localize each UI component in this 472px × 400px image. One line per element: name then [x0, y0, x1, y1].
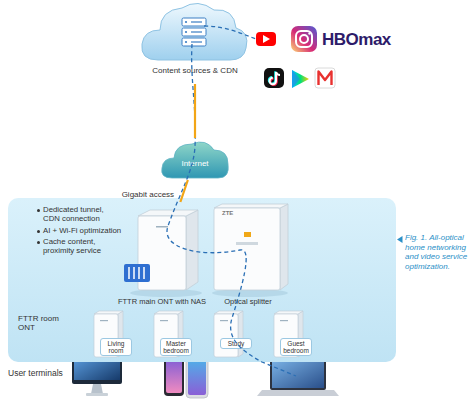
nas-bay [133, 267, 135, 279]
device-led [100, 320, 108, 321]
nas-bay [138, 267, 140, 279]
device-side [280, 204, 288, 290]
node-text: Optical splitter [206, 298, 290, 307]
device-top [94, 311, 123, 314]
node-text: Dedicated tunnel, CDN connection [36, 206, 115, 224]
play-logo [292, 70, 309, 88]
instagram-dot [308, 32, 310, 34]
phone-screen [166, 357, 182, 393]
laptop-base [257, 390, 339, 396]
device-top [154, 311, 183, 314]
play-logo-facet [292, 70, 300, 88]
node-text: Internet [160, 159, 230, 168]
monitor-stand [91, 384, 103, 394]
nas-icon [124, 264, 150, 282]
server-led [185, 41, 187, 43]
room-ont-outline [208, 310, 252, 360]
room-ont: Guest bedroom [268, 310, 312, 360]
m-logo-glyph [319, 72, 332, 86]
node-text: Master bedroom [160, 338, 192, 356]
figure-caption: Fig. 1. All-optical home networking and … [405, 233, 469, 271]
caption-pointer [397, 236, 403, 243]
room-ont: Master bedroom [148, 310, 192, 360]
laptop-screen [272, 360, 324, 388]
node-text: Cache content, proximity service [36, 238, 115, 256]
port-slot [236, 242, 258, 245]
tiktok-note [270, 72, 280, 84]
node-text: Study [220, 338, 252, 349]
youtube-play [263, 35, 270, 43]
device-front [214, 208, 280, 290]
laptop-icon [270, 358, 326, 390]
m-logo [315, 68, 335, 88]
server-unit [182, 28, 206, 36]
optical-splitter: Optical splitter [206, 202, 290, 310]
tiktok-note-red [270, 73, 276, 85]
cloud-shape [142, 3, 247, 60]
instagram-lens [300, 35, 308, 43]
service-path [167, 44, 296, 376]
internet-cloud: Internet [160, 138, 230, 180]
server-unit [182, 38, 206, 46]
node-text: Content sources & CDN [138, 66, 252, 75]
room-ont: Living room [88, 310, 132, 360]
node-text: FTTR main ONT with NAS [110, 298, 214, 307]
tiktok-note-cyan [269, 71, 275, 83]
device-top [214, 311, 243, 314]
nas-bay [128, 267, 130, 279]
device-side [186, 210, 198, 290]
device-top [274, 311, 303, 314]
node-text: FTTR room ONT [18, 314, 66, 332]
instagram-logo [291, 26, 317, 52]
server-led [185, 31, 187, 33]
room-ont: Study [208, 310, 252, 360]
main-ont-device: FTTR main ONT with NAS [116, 202, 208, 310]
group-label: User terminals [8, 368, 63, 378]
server-slot [191, 41, 202, 42]
server-slot [191, 31, 202, 32]
node-text: Living room [100, 338, 132, 356]
link-line [180, 180, 187, 202]
brand-logo: HBOmax [322, 30, 391, 50]
device-led [156, 226, 168, 228]
device-front [214, 314, 238, 357]
cdn-cloud: Content sources & CDN [138, 0, 252, 84]
device-top [214, 204, 288, 208]
server-unit [182, 18, 206, 26]
tiktok-logo [264, 68, 284, 88]
optical-splitter-outline [206, 202, 290, 310]
service-path [204, 26, 256, 39]
youtube-logo [256, 32, 276, 46]
phone-screen [188, 359, 206, 395]
nas-bay [143, 267, 145, 279]
node-text: AI + Wi-Fi optimization [36, 227, 135, 236]
server-led [185, 21, 187, 23]
device-led [160, 320, 168, 321]
link-line [194, 84, 196, 138]
fiber-port [244, 232, 251, 237]
instagram-frame [296, 31, 312, 47]
server-slot [191, 21, 202, 22]
device-led [280, 320, 288, 321]
device-top [138, 210, 198, 216]
main-ont-device-outline [116, 202, 208, 310]
monitor-base [86, 393, 108, 396]
device-led [220, 320, 228, 321]
device-side [238, 311, 243, 357]
node-text: Guest bedroom [280, 338, 312, 356]
brand-mark: ZTE [222, 210, 233, 216]
home-network-panel: FTTR main ONT with NASOptical splitterLi… [8, 198, 396, 362]
phone-icon [186, 356, 208, 398]
edge-label: Gigabit access [122, 190, 174, 199]
